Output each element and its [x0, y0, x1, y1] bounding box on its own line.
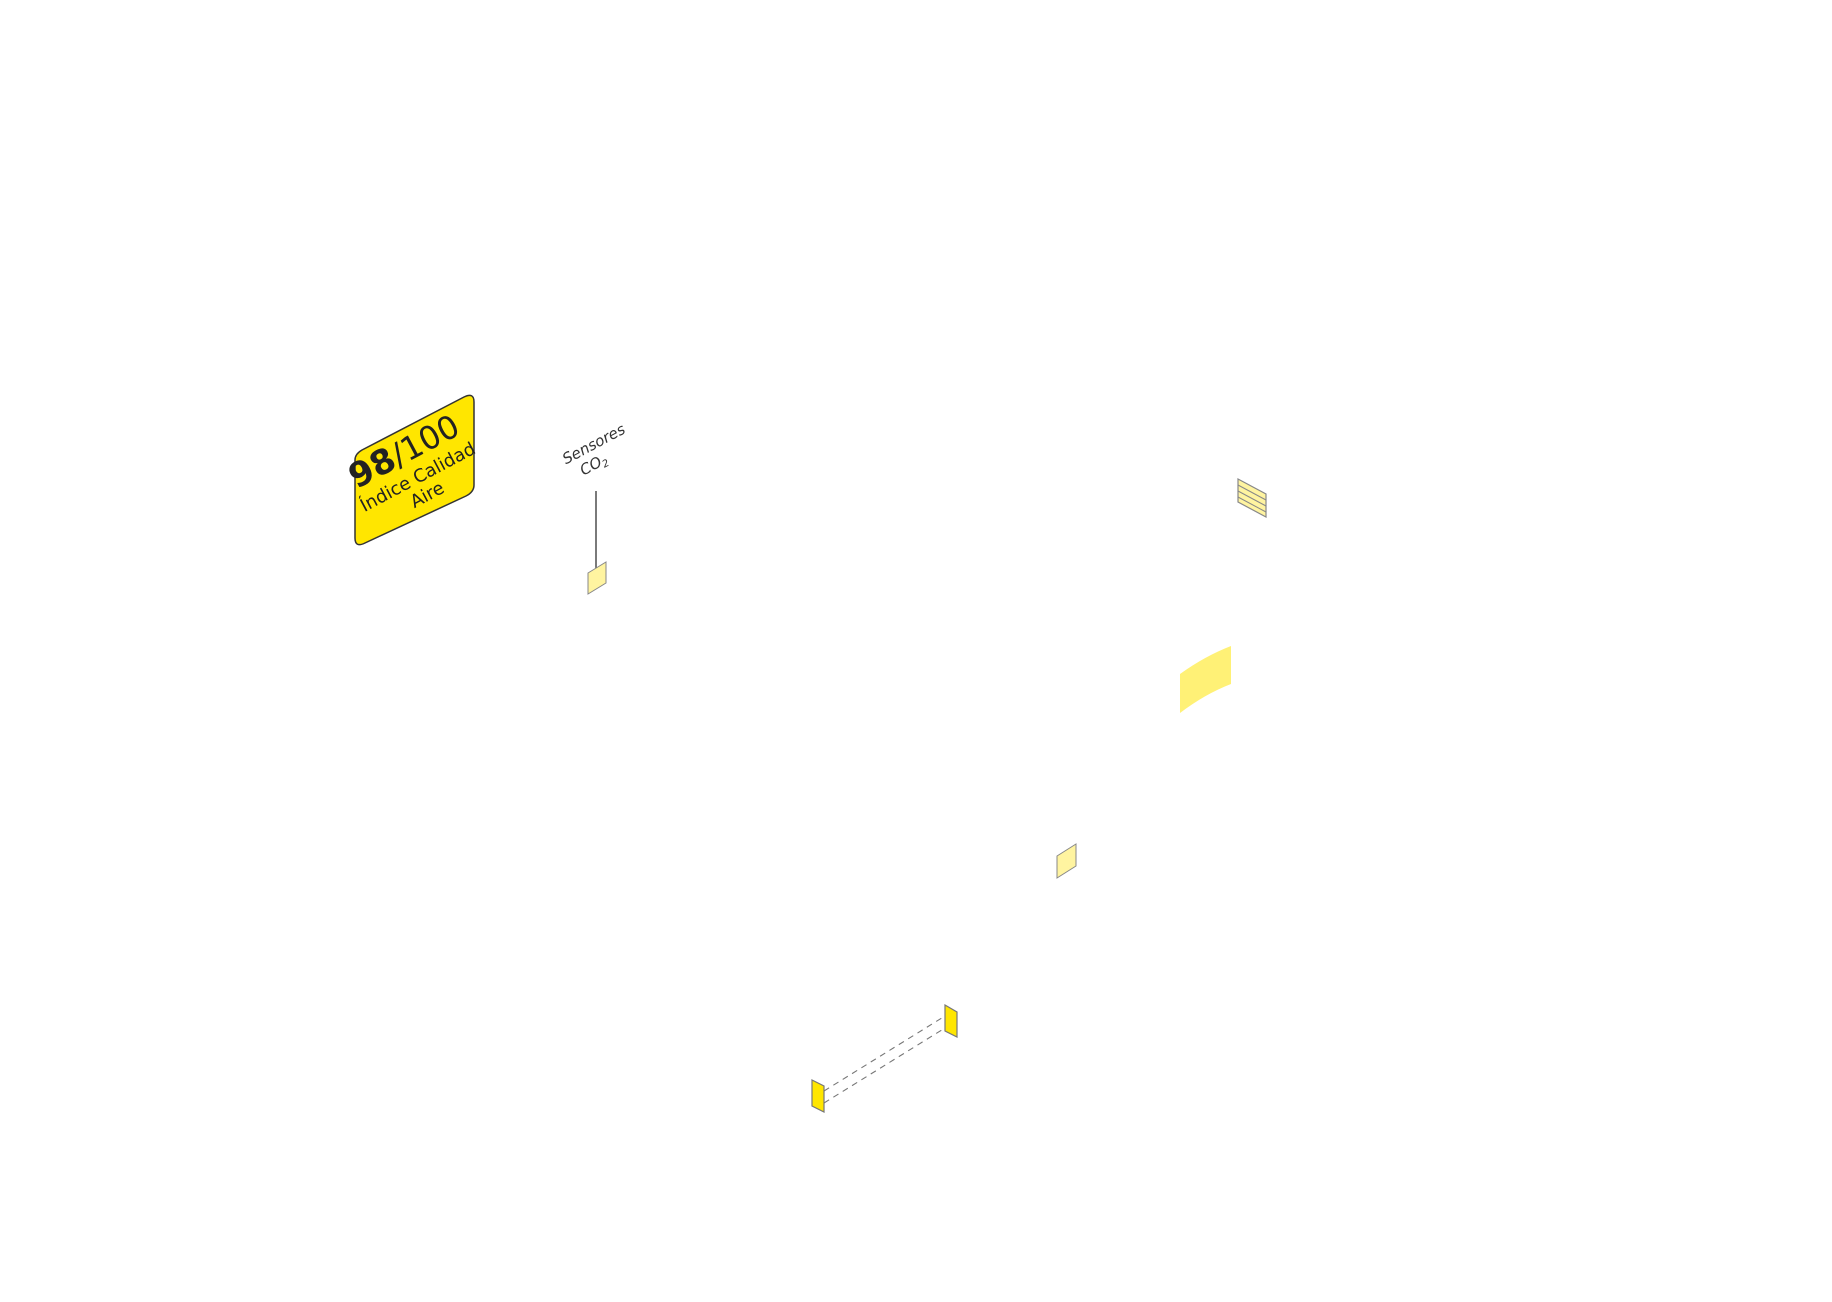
vent-grille-icon [1237, 477, 1267, 519]
right-door-panel [944, 1003, 958, 1038]
badge-background [354, 394, 475, 546]
air-quality-badge: 98/100 Índice Calidad Aire [342, 394, 479, 546]
dashed-link-top [823, 1015, 946, 1092]
curved-panel-icon [1180, 646, 1231, 713]
left-door-panel [811, 1079, 825, 1113]
wall-sensor-icon [1056, 843, 1077, 879]
dashed-link-bottom [823, 1027, 946, 1104]
door-pair-icon [811, 1003, 958, 1113]
co2-sensor-callout: Sensores CO2 [559, 420, 628, 595]
sensor-label-subscript: 2 [601, 458, 612, 471]
co2-sensor-icon [587, 561, 607, 595]
